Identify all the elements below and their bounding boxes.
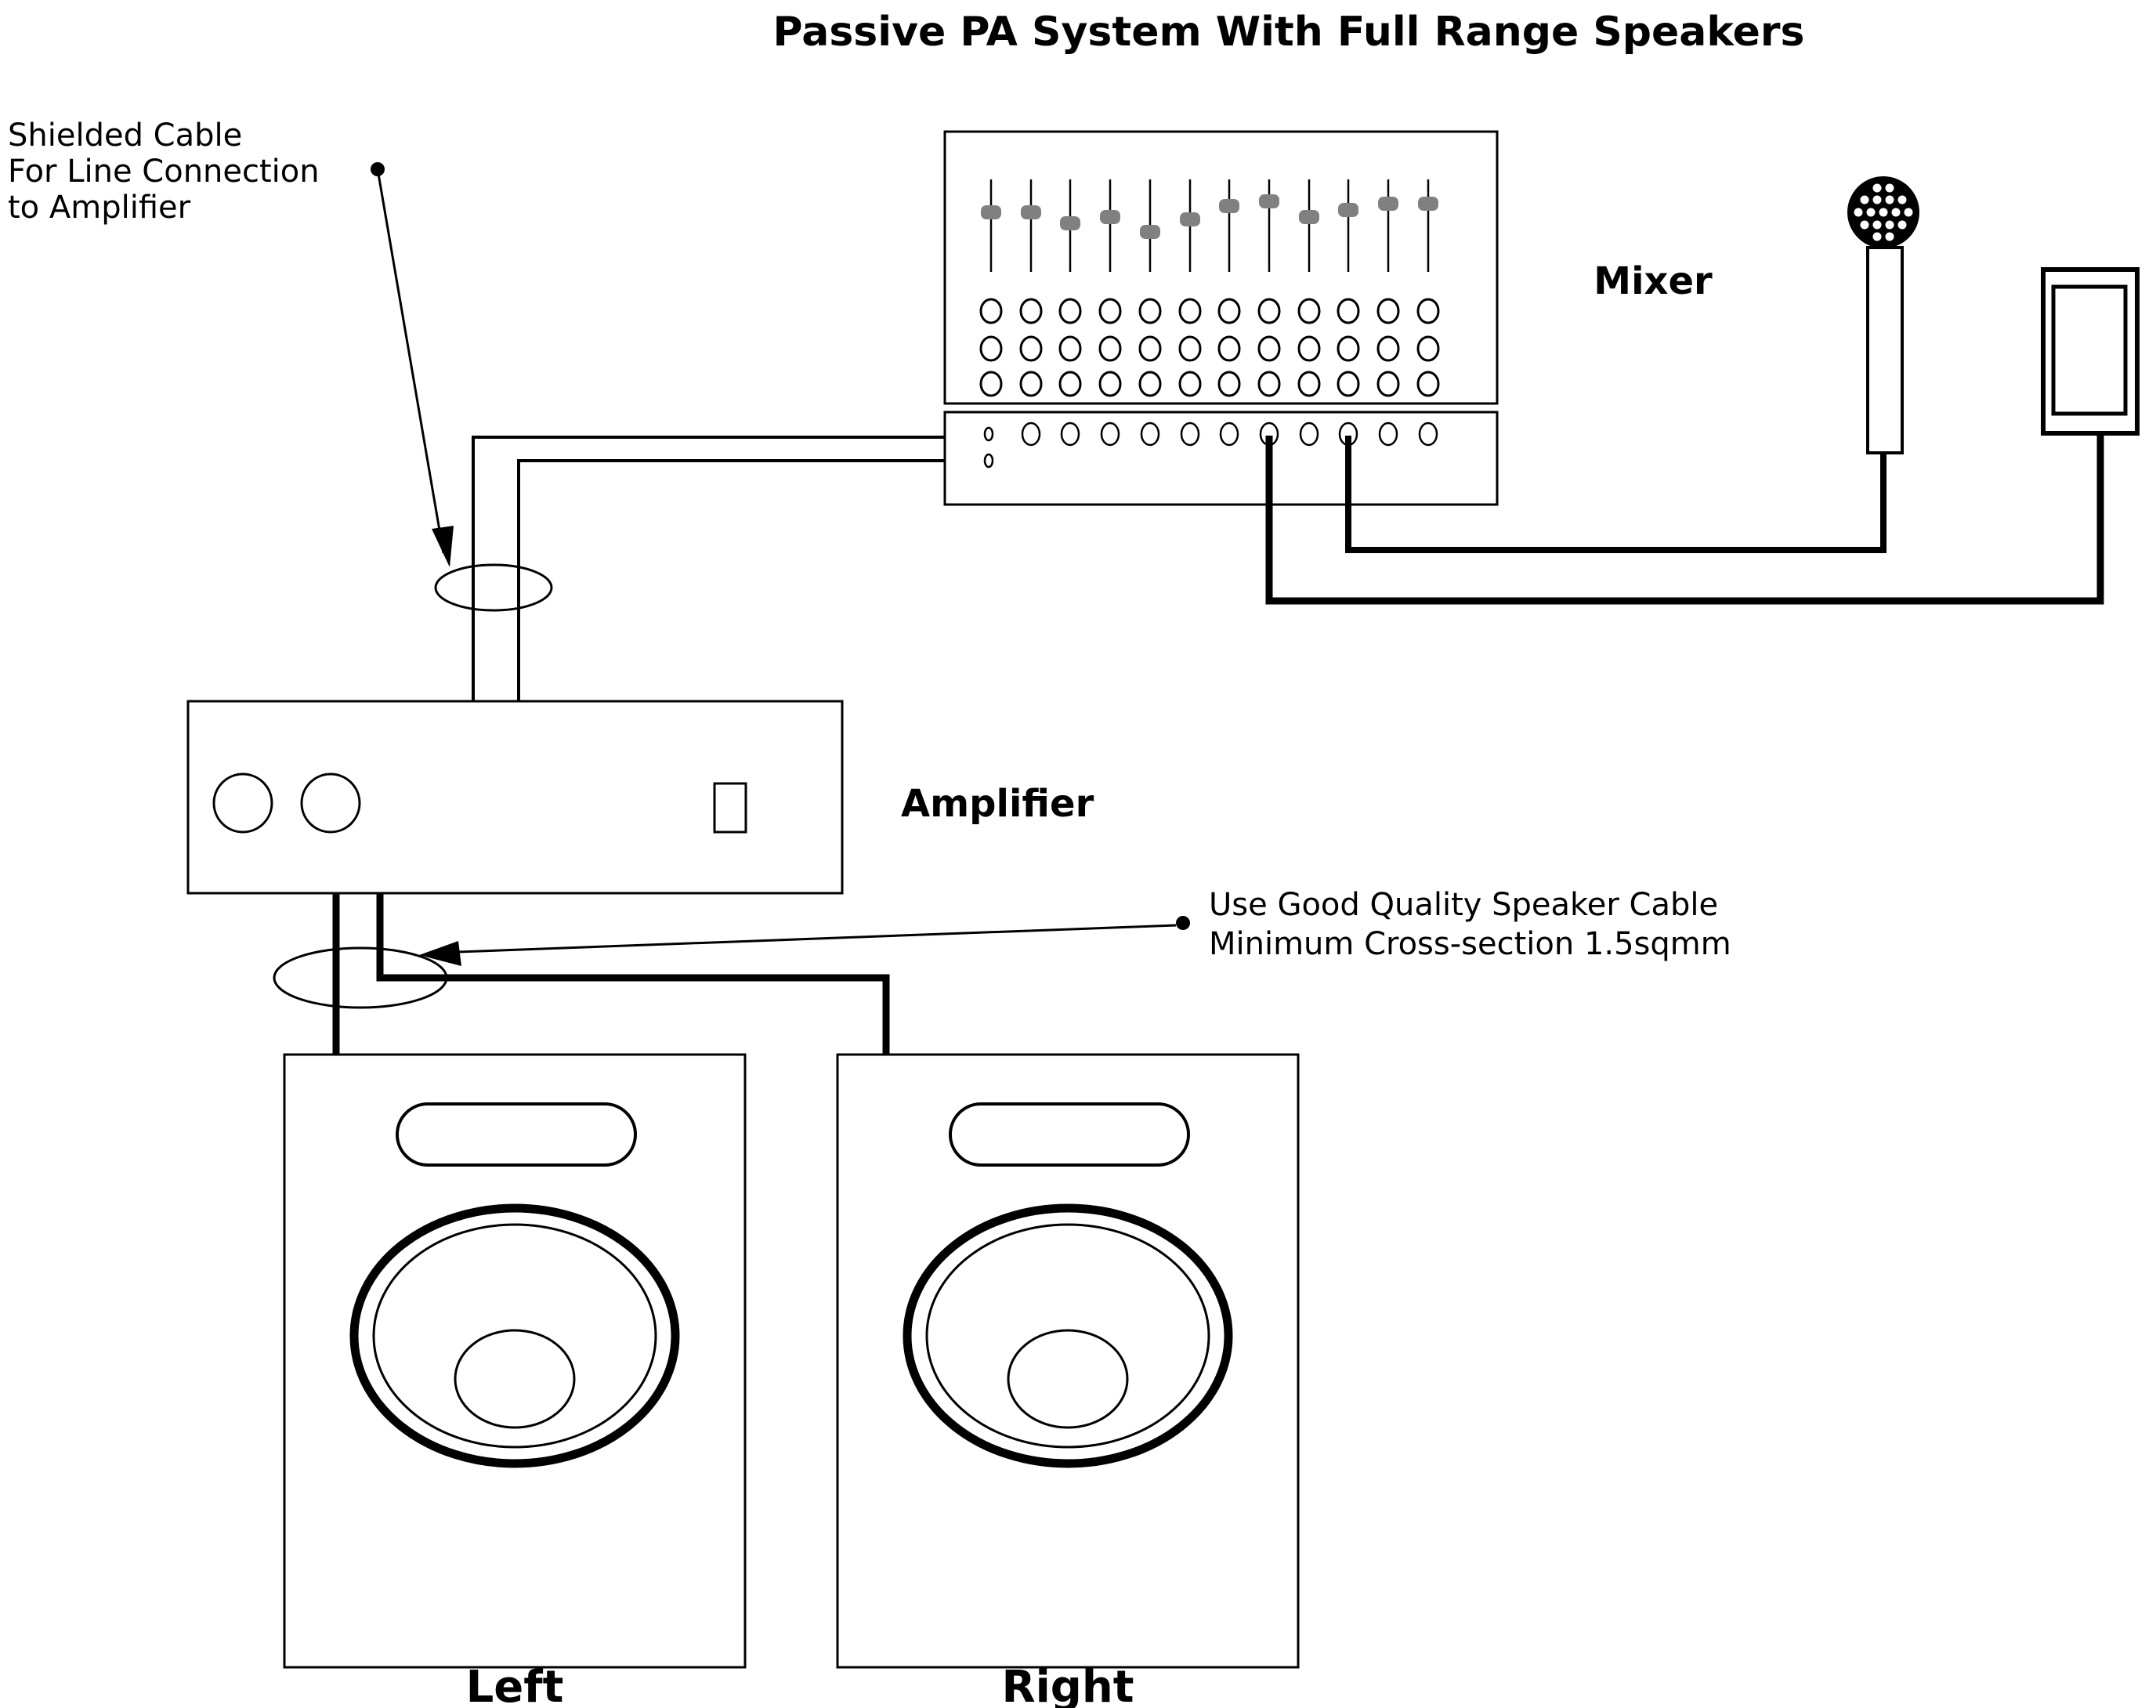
right-speaker-label: Right xyxy=(1001,1662,1134,1708)
microphone-icon xyxy=(1847,176,1919,454)
callout-line xyxy=(436,924,1177,954)
cable-tie-ellipse xyxy=(434,563,553,612)
mixer-input-jacks xyxy=(983,426,994,469)
left-speaker-label: Left xyxy=(466,1662,564,1708)
callout-line xyxy=(376,168,445,554)
mixer: Mixer xyxy=(943,130,1713,506)
line-cable-left xyxy=(472,436,986,703)
annotation-line: Minimum Cross-section 1.5sqmm xyxy=(1209,926,1731,962)
mixer-top-panel xyxy=(943,130,1499,405)
callout-dot xyxy=(1176,916,1190,930)
microphone-handle xyxy=(1866,246,1904,454)
mixer-label: Mixer xyxy=(1593,259,1713,303)
speaker-dust-cap xyxy=(1007,1329,1129,1429)
amplifier-power-switch xyxy=(713,782,747,834)
amplifier-knob xyxy=(300,773,361,834)
line-cable-right xyxy=(517,459,986,703)
microphone-cable xyxy=(1345,436,1886,553)
line-cables xyxy=(472,436,986,703)
arrowhead-icon xyxy=(432,526,454,567)
diagram-title: Passive PA System With Full Range Speake… xyxy=(773,9,1805,56)
arrowhead-icon xyxy=(419,941,461,966)
right-speaker-cable xyxy=(376,893,890,1056)
amplifier-label: Amplifier xyxy=(901,782,1094,826)
microphone-grille-dots xyxy=(1854,183,1913,241)
right-speaker: Right xyxy=(836,1053,1300,1708)
annotation-line: to Amplifier xyxy=(8,190,191,226)
mixer-faders xyxy=(989,179,1430,272)
media-player-icon xyxy=(2041,267,2140,436)
cable-tie-ellipse xyxy=(273,946,448,1009)
speaker-cable-annotation: Use Good Quality Speaker Cable Minimum C… xyxy=(419,887,1731,966)
media-player-screen xyxy=(2051,284,2128,416)
mixer-knobs xyxy=(979,298,1440,397)
shielded-cable-annotation: Shielded Cable For Line Connection to Am… xyxy=(8,118,454,567)
annotation-line: Use Good Quality Speaker Cable xyxy=(1209,887,1718,923)
speaker-port xyxy=(949,1102,1190,1167)
mixer-rear-knobs xyxy=(1021,422,1438,447)
left-speaker: Left xyxy=(283,1053,747,1708)
media-player-cable xyxy=(1265,433,2104,605)
amplifier: Amplifier xyxy=(186,700,1094,895)
speaker-dust-cap xyxy=(454,1329,576,1429)
amplifier-knob xyxy=(212,773,273,834)
annotation-line: Shielded Cable xyxy=(8,118,242,154)
speaker-port xyxy=(396,1102,637,1167)
annotation-line: For Line Connection xyxy=(8,154,320,190)
mixer-fader-knobs xyxy=(981,194,1438,239)
